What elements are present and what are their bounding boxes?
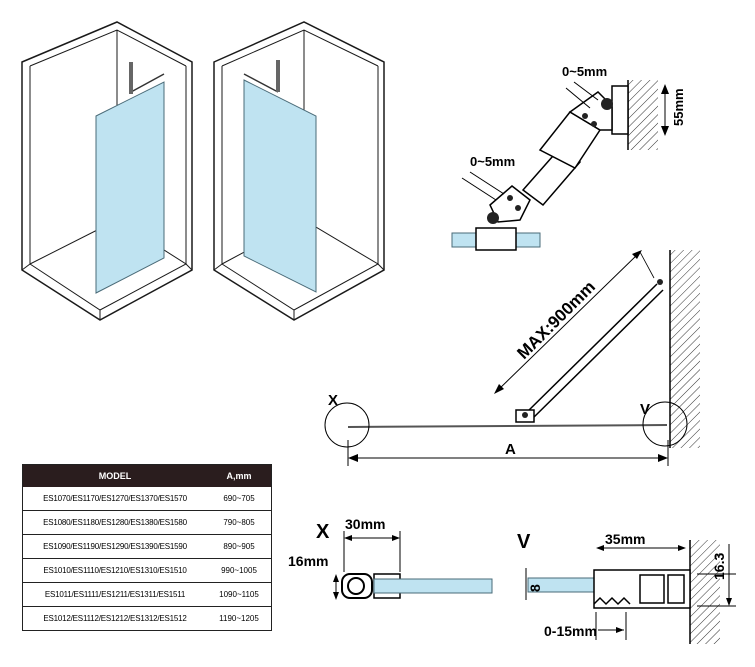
model-cell: ES1090/ES1190/ES1290/ES1390/ES1590 <box>22 534 207 559</box>
detail-x-height-label: 16mm <box>288 553 328 569</box>
wall-height-label: 55mm <box>671 88 686 126</box>
detail-x-width-label: 30mm <box>345 516 385 532</box>
plan-view: MAX:900mm A X V <box>324 250 700 466</box>
gap-bottom-label: 0~5mm <box>470 154 515 169</box>
model-cell: ES1012/ES1112/ES1212/ES1312/ES1512 <box>22 606 207 631</box>
range-cell: 890~905 <box>207 534 272 559</box>
bracket-detail: 0~5mm 0~5mm 55mm <box>451 64 686 251</box>
header-model: MODEL <box>22 464 207 487</box>
range-cell: 690~705 <box>207 487 272 511</box>
detail-v-height-label: 16.3 <box>711 553 727 580</box>
range-cell: 1090~1105 <box>207 582 272 607</box>
model-cell: ES1010/ES1110/ES1210/ES1310/ES1510 <box>22 558 207 583</box>
detail-v-width-label: 35mm <box>605 531 645 547</box>
glass-panel-right <box>243 60 317 293</box>
marker-x: X <box>328 392 338 409</box>
range-cell: 990~1005 <box>207 558 272 583</box>
detail-x: X 30mm 16mm <box>288 516 493 600</box>
detail-v-glass-label: 8 <box>527 584 543 592</box>
gap-top-label: 0~5mm <box>562 64 607 79</box>
table-header-row: MODEL A,mm <box>22 464 272 487</box>
header-a: A,mm <box>207 464 272 487</box>
model-cell: ES1080/ES1180/ES1280/ES1380/ES1580 <box>22 510 207 535</box>
range-cell: 790~805 <box>207 510 272 535</box>
glass-panel-left <box>95 62 165 294</box>
marker-v: V <box>640 401 650 418</box>
max-length-label: MAX:900mm <box>513 277 599 363</box>
model-cell: ES1070/ES1170/ES1270/ES1370/ES1570 <box>22 487 207 511</box>
detail-v: V 8 35mm 16.3 0-15mm <box>517 531 736 644</box>
enclosure-left <box>21 21 193 321</box>
span-label: A <box>505 441 516 458</box>
model-table: MODEL A,mm ES1070/ES1170/ES1270/ES1370/E… <box>22 464 272 631</box>
model-cell: ES1011/ES1111/ES1211/ES1311/ES1511 <box>22 582 207 607</box>
detail-x-title: X <box>316 521 330 543</box>
detail-v-adjust-label: 0-15mm <box>544 623 597 639</box>
range-cell: 1190~1205 <box>207 606 272 631</box>
detail-v-title: V <box>517 531 531 553</box>
